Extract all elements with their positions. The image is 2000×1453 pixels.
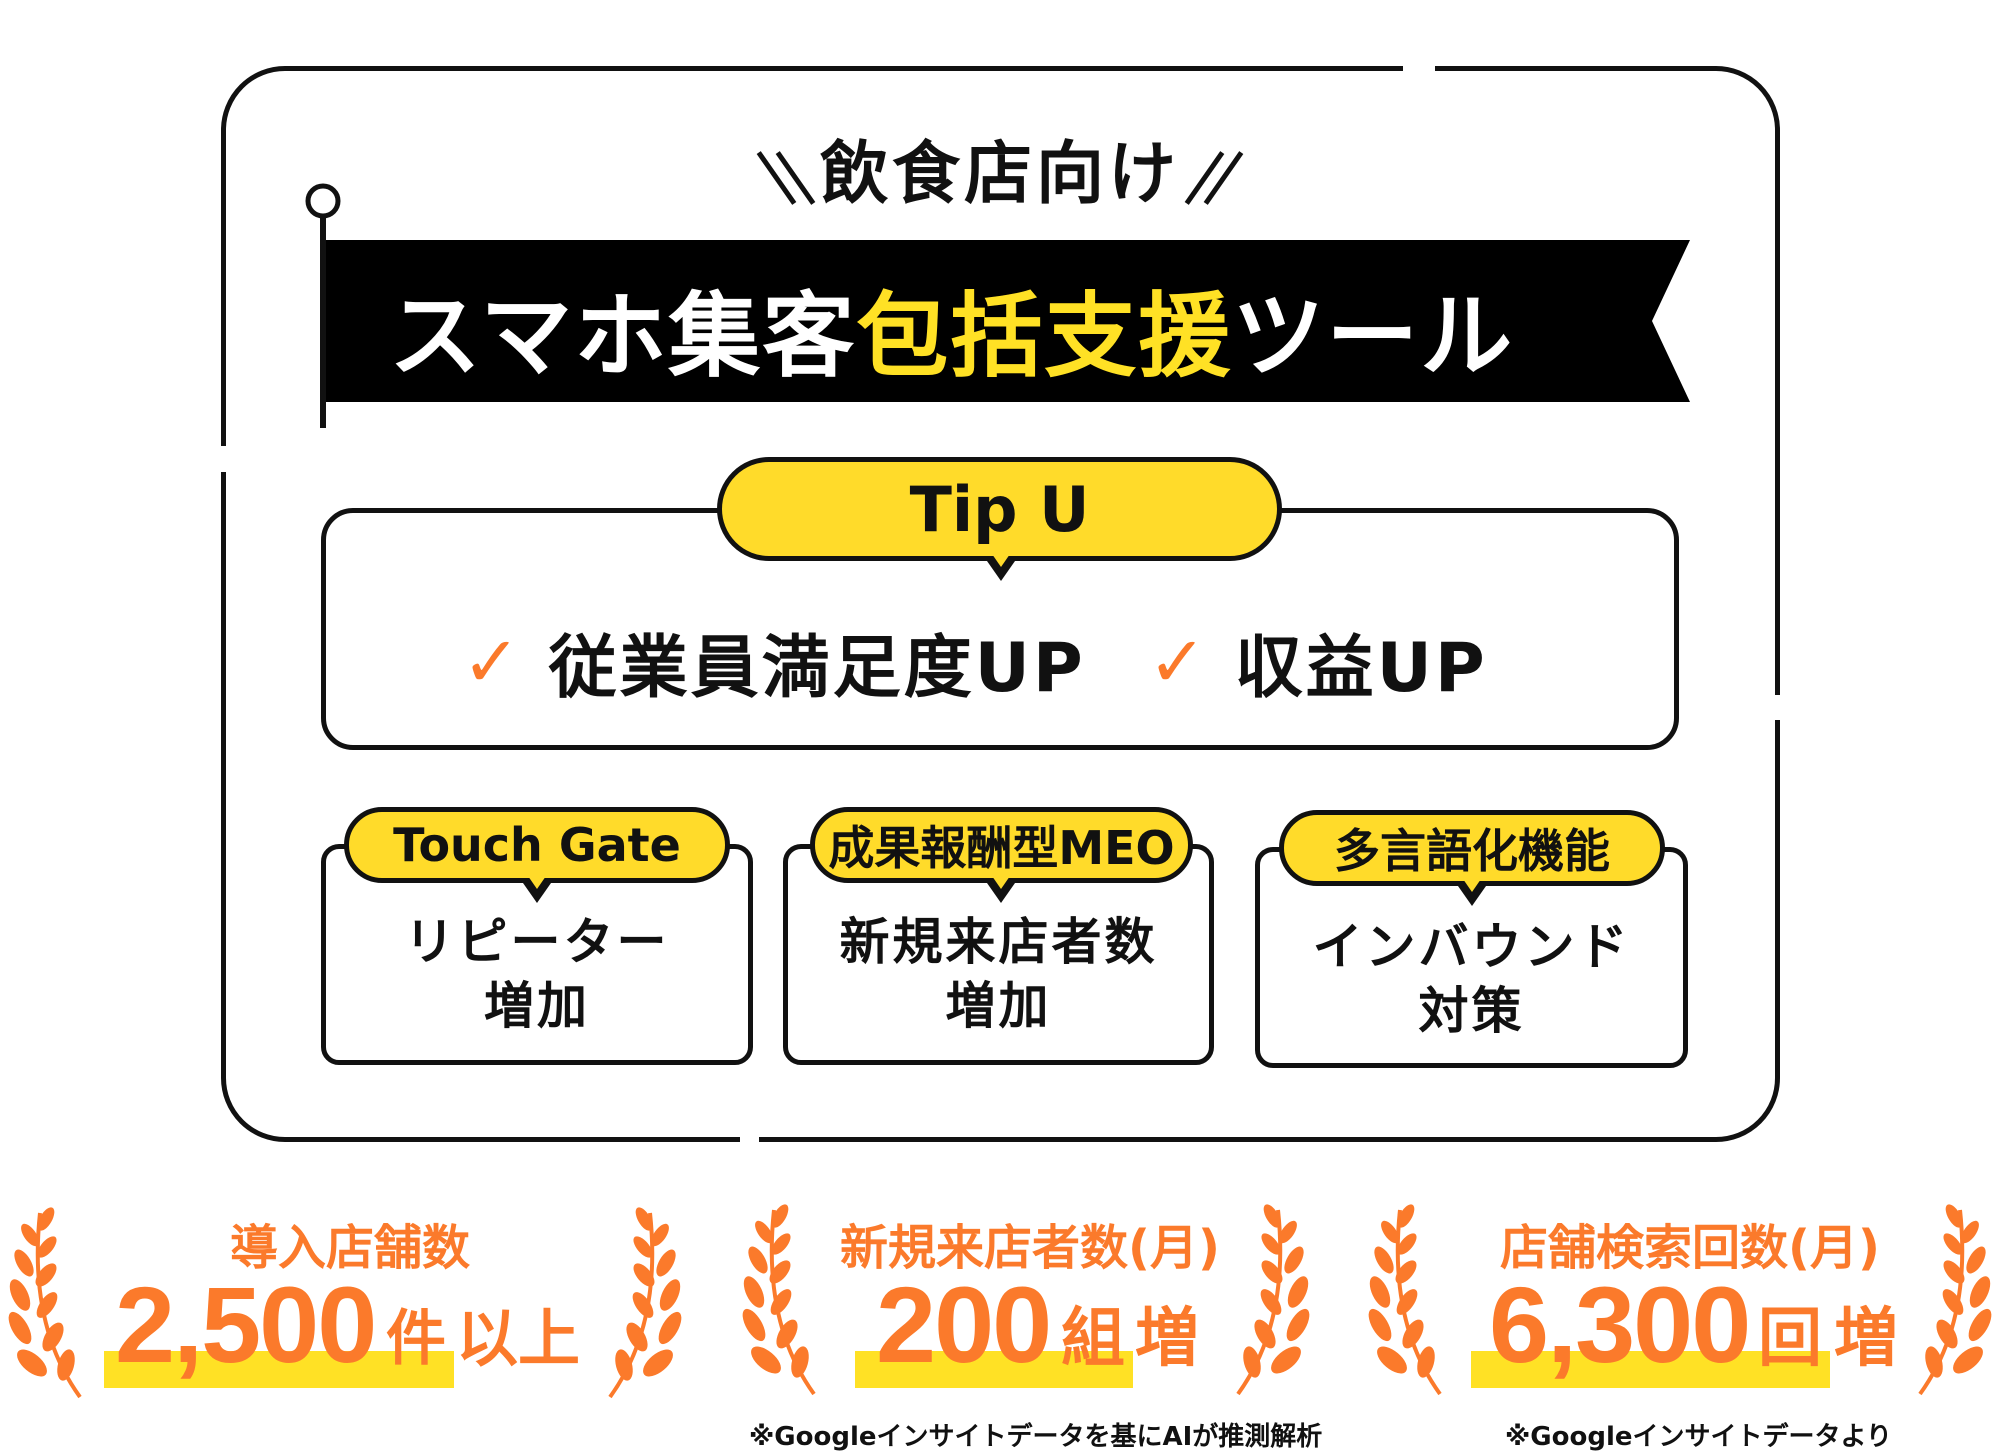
laurel-icon: [608, 1205, 688, 1399]
tipu-label: Tip U: [909, 472, 1090, 546]
stat-highlight: [1471, 1351, 1830, 1388]
check-icon: ✓: [1148, 620, 1207, 703]
title-highlight: 包括支援: [856, 283, 1233, 390]
title-part: スマホ集客: [389, 283, 857, 390]
check-icon: ✓: [462, 620, 521, 703]
feature-text: インバウンド対策: [1255, 915, 1688, 1043]
feature-line: リピーター: [404, 913, 670, 971]
feature-text: 新規来店者数増加: [783, 910, 1214, 1038]
feature-label: Touch Gate: [393, 818, 681, 872]
feature-line: 対策: [1418, 982, 1525, 1040]
feature-label: 成果報酬型MEO: [828, 821, 1175, 875]
benefit-text: 収益UP: [1234, 629, 1488, 708]
frame-gap: [215, 446, 231, 472]
footnote: ※Googleインサイトデータより: [1505, 1422, 1892, 1452]
stat-title: 導入店舗数: [229, 1220, 470, 1276]
pill-tail: [523, 876, 551, 903]
stat-highlight: [855, 1351, 1133, 1388]
frame-gap: [1403, 60, 1435, 76]
frame-gap: [1770, 695, 1786, 720]
eyebrow-text: 飲食店向け: [819, 135, 1180, 214]
frame-gap: [740, 1130, 759, 1146]
stat-unit: 回: [1758, 1302, 1822, 1376]
laurel-icon: [1362, 1202, 1442, 1396]
stat-number: 2,500: [115, 1264, 377, 1385]
stat-title: 新規来店者数(月): [840, 1220, 1220, 1276]
stat-title: 店舗検索回数(月): [1500, 1220, 1880, 1276]
tipu-pill: Tip U: [717, 457, 1282, 561]
feature-line: 増加: [484, 977, 590, 1035]
feature-text: リピーター増加: [321, 910, 753, 1038]
laurel-icon: [736, 1202, 816, 1396]
eyebrow-heading: 飲食店向け: [600, 118, 1400, 217]
pill-tail: [987, 554, 1015, 581]
outer-frame: [221, 66, 1780, 1142]
benefit-text: 従業員満足度UP: [548, 629, 1086, 708]
laurel-icon: [2, 1205, 82, 1399]
laurel-icon: [1918, 1202, 1998, 1396]
pin-icon: [305, 183, 341, 219]
pill-tail: [1458, 879, 1486, 906]
footnote: ※Googleインサイトデータを基にAIが推測解析: [749, 1422, 1323, 1452]
benefit-item: ✓ 従業員満足度UP: [462, 612, 1086, 711]
feature-pill: 多言語化機能: [1279, 810, 1665, 886]
feature-line: 新規来店者数: [839, 913, 1158, 971]
banner-flag: [305, 183, 1690, 428]
laurel-icon: [1236, 1202, 1316, 1396]
stat-number: 200: [876, 1264, 1052, 1385]
stat-unit: 件: [386, 1304, 446, 1374]
stat-suffix: 増: [1135, 1302, 1199, 1376]
feature-line: 増加: [945, 977, 1052, 1035]
stat-suffix: 以上: [456, 1302, 581, 1375]
benefit-item: ✓ 収益UP: [1148, 612, 1488, 711]
feature-label: 多言語化機能: [1334, 824, 1610, 878]
stat-suffix: 増: [1834, 1302, 1898, 1376]
stat-highlight: [104, 1351, 454, 1388]
banner-shape: [325, 240, 1690, 402]
title-part: ツール: [1232, 283, 1515, 390]
feature-pill: 成果報酬型MEO: [810, 807, 1193, 883]
stat-unit: 組: [1061, 1302, 1125, 1376]
feature-pill: Touch Gate: [344, 807, 730, 883]
main-title: スマホ集客包括支援ツール: [389, 262, 1649, 395]
feature-line: インバウンド: [1312, 918, 1631, 976]
stat-number: 6,300: [1489, 1264, 1751, 1385]
pill-tail: [987, 876, 1015, 903]
